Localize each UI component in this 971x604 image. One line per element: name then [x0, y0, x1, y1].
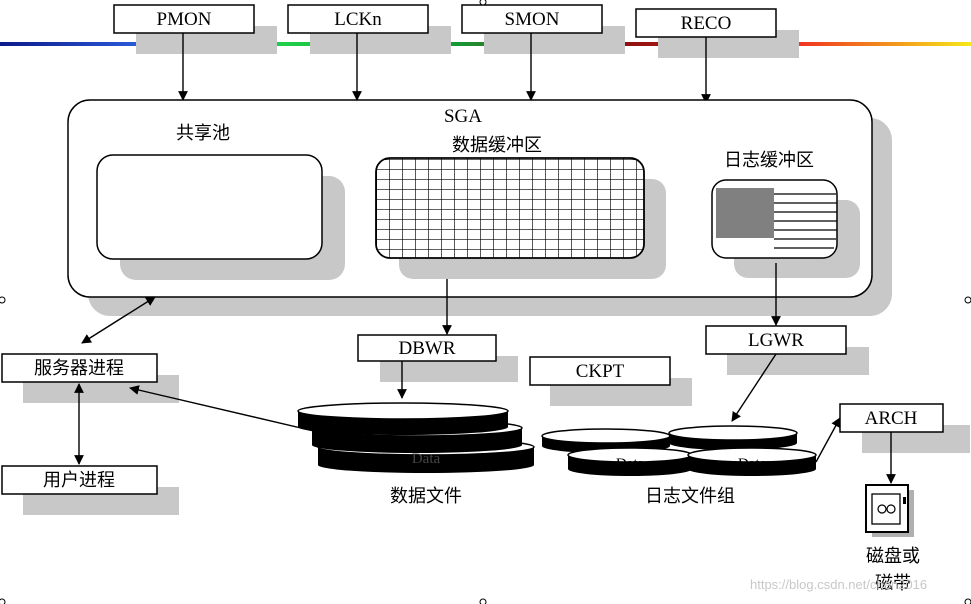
- process-box-pmon: PMON: [113, 4, 277, 54]
- sga-server-arrow: [81, 296, 156, 344]
- process-box-arch: ARCH: [839, 403, 970, 453]
- db-buffer-grid: [375, 157, 645, 259]
- arch-label: ARCH: [865, 408, 918, 429]
- process-box-user: 用户进程: [1, 465, 179, 515]
- user-process-label: 用户进程: [43, 470, 115, 491]
- process-box-smon: SMON: [461, 4, 625, 54]
- shared-pool-box: [96, 154, 323, 260]
- shared-pool-label: 共享池: [176, 123, 230, 144]
- log-groups-caption: 日志文件组: [645, 486, 735, 507]
- process-box-server: 服务器进程: [1, 353, 179, 403]
- data-files-stack: Data: [297, 402, 535, 473]
- db-buffer-label: 数据缓冲区: [452, 135, 542, 156]
- lgwr-to-logfile-arrow: [731, 353, 777, 422]
- reco-label: RECO: [681, 13, 732, 34]
- disk-or-tape-line2: 磁带: [875, 573, 911, 594]
- redo-buffer-label: 日志缓冲区: [724, 150, 814, 171]
- log-file-data-label-2: Data: [738, 456, 767, 472]
- process-box-reco: RECO: [635, 8, 799, 58]
- lckn-label: LCKn: [334, 9, 382, 30]
- process-box-dbwr: DBWR: [357, 334, 518, 382]
- log-file-data-label-1: Data: [616, 456, 645, 472]
- ckpt-label: CKPT: [576, 361, 625, 382]
- lgwr-label: LGWR: [748, 330, 804, 351]
- redo-buffer-box: [711, 179, 838, 259]
- sga-title: SGA: [444, 106, 482, 127]
- dbwr-label: DBWR: [399, 338, 456, 359]
- watermark-text: https://blog.csdn.net/chen2016: [750, 577, 927, 592]
- tape-drive-icon: [865, 484, 914, 537]
- process-box-lckn: LCKn: [287, 4, 451, 54]
- data-files-caption: 数据文件: [390, 486, 462, 507]
- process-box-lgwr: LGWR: [705, 325, 869, 375]
- server-process-label: 服务器进程: [34, 358, 124, 379]
- sga-block: SGA 共享池 数据缓冲区 日志缓冲区: [67, 99, 892, 316]
- smon-label: SMON: [505, 9, 560, 30]
- logfile-to-arch-arrow: [815, 417, 841, 463]
- log-files-group: Data Data: [541, 425, 817, 476]
- data-file-label: Data: [412, 451, 441, 467]
- datafile-to-server-arrow: [129, 385, 319, 433]
- disk-or-tape-line1: 磁盘或: [866, 546, 920, 567]
- process-box-ckpt: CKPT: [529, 356, 692, 406]
- pmon-label: PMON: [157, 9, 212, 30]
